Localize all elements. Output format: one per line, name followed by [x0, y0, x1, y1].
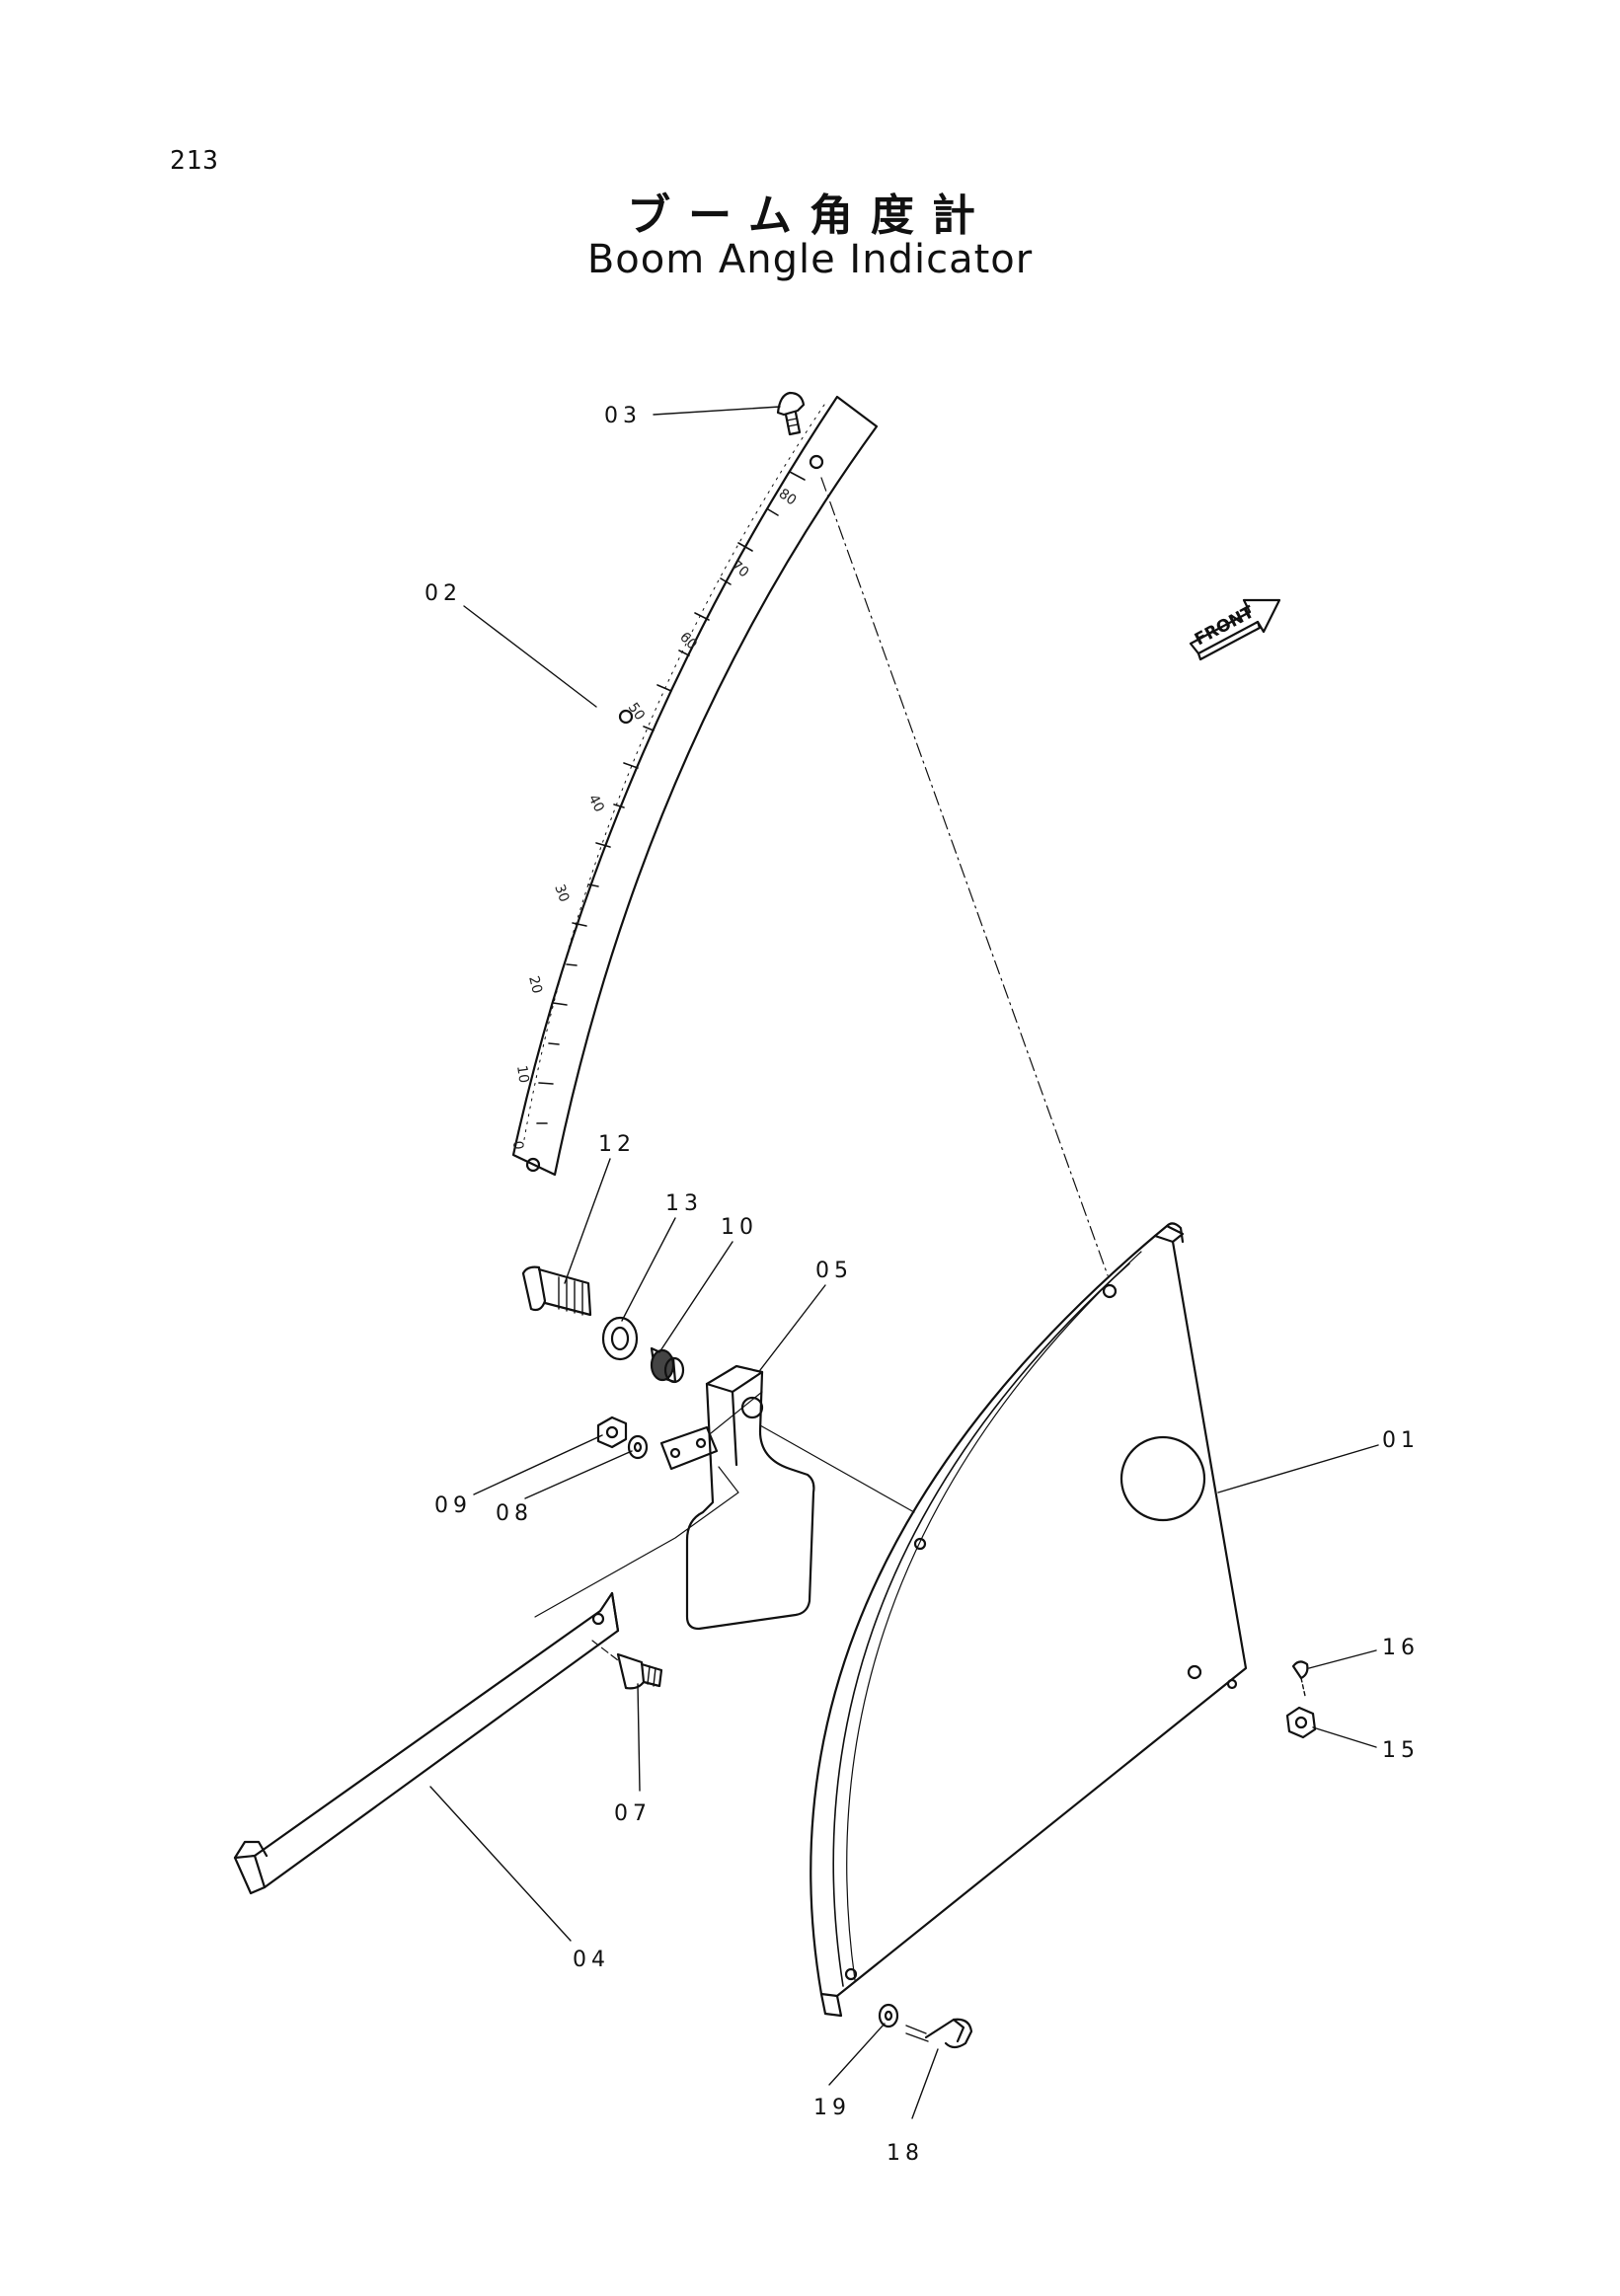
- part-labels: 03 02 12 13 10 05 01 09 08 07 04 16 15 1…: [424, 404, 1420, 2166]
- scale-num-50: 50: [625, 700, 648, 724]
- part-04-pointer-arm: [233, 1591, 620, 1895]
- leader-lines: [429, 406, 1379, 2119]
- part-16-cotter-pin: [1291, 1660, 1309, 1697]
- part-07-screw: [591, 1640, 663, 1690]
- part-label-19: 19: [813, 2096, 851, 2120]
- part-15-castle-nut: [1285, 1706, 1317, 1739]
- part-13-washer: [601, 1316, 639, 1361]
- connector-plate: [659, 1425, 719, 1471]
- part-label-15: 15: [1382, 1738, 1420, 1763]
- part-03-screw: [776, 391, 806, 436]
- part-19-washer: [878, 2003, 899, 2028]
- part-label-04: 04: [573, 1948, 610, 1972]
- part-label-05: 05: [815, 1259, 853, 1283]
- part-label-13: 13: [665, 1191, 703, 1216]
- part-label-10: 10: [721, 1215, 758, 1240]
- part-label-07: 07: [614, 1801, 652, 1826]
- scale-numbers: 80 70 60 50 40 30 20 10 0: [509, 486, 799, 1150]
- part-05-pendulum-weight: [685, 1364, 815, 1631]
- part-01-quadrant-plate: [810, 1222, 1248, 2018]
- part-label-01: 01: [1382, 1428, 1420, 1453]
- part-label-08: 08: [496, 1501, 533, 1526]
- part-02-scale-strip: [511, 395, 879, 1177]
- scale-num-10: 10: [513, 1064, 531, 1084]
- scale-ticks: [536, 471, 806, 1124]
- front-direction-arrow: [1189, 598, 1281, 661]
- title-english: Boom Angle Indicator: [586, 237, 1034, 282]
- scale-num-70: 70: [728, 558, 751, 581]
- part-label-09: 09: [434, 1493, 472, 1518]
- scale-num-0: 0: [509, 1140, 526, 1150]
- scale-num-40: 40: [584, 792, 606, 814]
- scale-num-60: 60: [676, 630, 700, 653]
- part-12-bolt: [521, 1265, 592, 1317]
- title-japanese: ブーム角度計: [627, 191, 993, 241]
- part-label-12: 12: [598, 1132, 636, 1157]
- part-10-bushing: [650, 1346, 685, 1384]
- part-label-03: 03: [604, 404, 642, 428]
- scale-num-20: 20: [525, 974, 545, 995]
- page-number: 213: [170, 146, 219, 176]
- part-label-18: 18: [887, 2141, 924, 2166]
- part-09-nut: [596, 1416, 628, 1449]
- part-18-bolt: [905, 2018, 973, 2049]
- scale-num-30: 30: [551, 882, 572, 904]
- part-label-16: 16: [1382, 1636, 1420, 1660]
- part-label-02: 02: [424, 581, 462, 606]
- part-08-lock-washer: [627, 1434, 649, 1460]
